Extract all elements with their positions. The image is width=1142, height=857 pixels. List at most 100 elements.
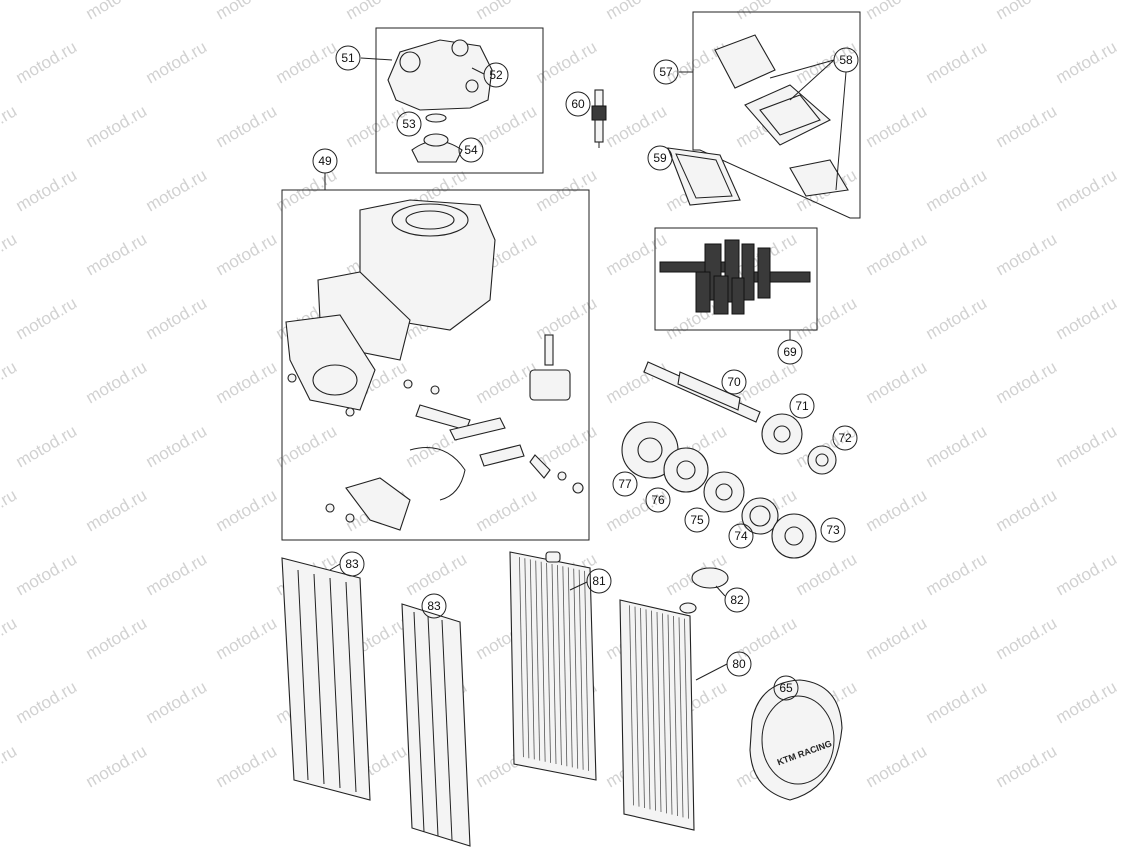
- svg-text:81: 81: [592, 574, 606, 588]
- watermark-text: motod.ru: [733, 357, 801, 407]
- radiator-fin: [573, 568, 579, 769]
- watermark-text: motod.ru: [0, 613, 20, 663]
- svg-text:83: 83: [345, 557, 359, 571]
- watermark-text: motod.ru: [143, 421, 211, 471]
- watermark-text: motod.ru: [1053, 421, 1121, 471]
- callout-70: 70: [721, 369, 747, 395]
- watermark-text: motod.ru: [143, 549, 211, 599]
- svg-text:59: 59: [653, 151, 667, 165]
- callout-73: 73: [820, 517, 846, 543]
- callout-65: 65: [773, 675, 799, 701]
- watermark-text: motod.ru: [273, 37, 341, 87]
- watermark-text: motod.ru: [793, 293, 861, 343]
- watermark-text: motod.ru: [603, 357, 671, 407]
- radiator-fin: [645, 609, 651, 810]
- watermark-text: motod.ru: [863, 229, 931, 279]
- watermark-text: motod.ru: [473, 485, 541, 535]
- radiator-fin: [629, 605, 634, 806]
- watermark-text: motod.ru: [863, 613, 931, 663]
- radiator-fin: [519, 557, 524, 758]
- ignition-cover: KTM RACING: [749, 679, 843, 801]
- radiator-fin: [578, 569, 584, 770]
- svg-text:82: 82: [730, 593, 744, 607]
- watermark-text: motod.ru: [1053, 677, 1121, 727]
- watermark-text: motod.ru: [993, 357, 1061, 407]
- svg-text:70: 70: [727, 375, 741, 389]
- callout-52: 52: [471, 62, 509, 88]
- callout-71: 71: [789, 393, 815, 419]
- watermark-text: motod.ru: [1053, 293, 1121, 343]
- radiator-fin: [524, 558, 530, 759]
- watermark-text: motod.ru: [143, 165, 211, 215]
- radiator-fin: [562, 566, 568, 767]
- watermark-text: motod.ru: [533, 293, 601, 343]
- svg-text:65: 65: [779, 681, 793, 695]
- watermark-text: motod.ru: [213, 101, 281, 151]
- svg-text:54: 54: [464, 143, 478, 157]
- watermark-text: motod.ru: [343, 0, 411, 23]
- radiator-fin: [567, 567, 573, 768]
- watermark-text: motod.ru: [993, 485, 1061, 535]
- watermark-text: motod.ru: [13, 677, 81, 727]
- svg-text:80: 80: [732, 657, 746, 671]
- watermark-text: motod.ru: [863, 357, 931, 407]
- callout-74: 74: [728, 523, 754, 549]
- callout-53: 53: [396, 111, 422, 137]
- callout-83b: 83: [421, 593, 447, 619]
- callout-82: 82: [715, 585, 750, 613]
- watermark-text: motod.ru: [923, 549, 991, 599]
- callout-77: 77: [612, 471, 638, 497]
- gearbox-assembly: [654, 227, 818, 331]
- watermark-text: motod.ru: [923, 37, 991, 87]
- callout-83a: 83: [329, 551, 365, 577]
- watermark-text: motod.ru: [923, 293, 991, 343]
- watermark-text: motod.ru: [863, 741, 931, 791]
- watermark-text: motod.ru: [83, 485, 151, 535]
- watermark-text: motod.ru: [83, 741, 151, 791]
- watermark-text: motod.ru: [863, 101, 931, 151]
- watermark-text: motod.ru: [13, 165, 81, 215]
- svg-text:57: 57: [659, 65, 673, 79]
- watermark-text: motod.ru: [923, 165, 991, 215]
- watermark-text: motod.ru: [143, 37, 211, 87]
- watermark-text: motod.ru: [143, 677, 211, 727]
- watermark-text: motod.ru: [403, 549, 471, 599]
- radiator-fin: [546, 562, 551, 763]
- watermark-text: motod.ru: [273, 421, 341, 471]
- callout-59: 59: [647, 145, 673, 171]
- watermark-text: motod.ru: [993, 741, 1061, 791]
- callout-60: 60: [565, 91, 591, 117]
- svg-text:74: 74: [734, 529, 748, 543]
- callout-75: 75: [684, 507, 710, 533]
- cylinder-head-group: [375, 27, 544, 174]
- watermark-text: motod.ru: [213, 613, 281, 663]
- radiator-fin: [640, 607, 645, 809]
- watermark-text: motod.ru: [0, 485, 20, 535]
- svg-text:53: 53: [402, 117, 416, 131]
- radiator-left: [509, 551, 597, 781]
- svg-text:58: 58: [839, 53, 853, 67]
- watermark-text: motod.ru: [213, 229, 281, 279]
- callout-72: 72: [832, 425, 858, 451]
- watermark-text: motod.ru: [0, 0, 20, 23]
- radiator-right: [619, 567, 729, 831]
- watermark-text: motod.ru: [473, 0, 541, 23]
- callout-58: 58: [769, 47, 859, 191]
- svg-text:75: 75: [690, 513, 704, 527]
- svg-text:51: 51: [341, 51, 355, 65]
- watermark-text: motod.ru: [603, 0, 671, 23]
- watermark-text: motod.ru: [863, 485, 931, 535]
- watermark-text: motod.ru: [793, 549, 861, 599]
- radiator-fin: [540, 561, 546, 762]
- watermark-text: motod.ru: [993, 613, 1061, 663]
- watermark-text: motod.ru: [13, 293, 81, 343]
- watermark-text: motod.ru: [1053, 37, 1121, 87]
- radiator-fin: [529, 559, 535, 760]
- radiator-fin: [678, 617, 684, 818]
- watermark-text: motod.ru: [13, 421, 81, 471]
- watermark-text: motod.ru: [993, 101, 1061, 151]
- radiator-fin: [557, 565, 562, 766]
- radiator-fin: [684, 618, 689, 819]
- radiator-fin: [651, 610, 656, 811]
